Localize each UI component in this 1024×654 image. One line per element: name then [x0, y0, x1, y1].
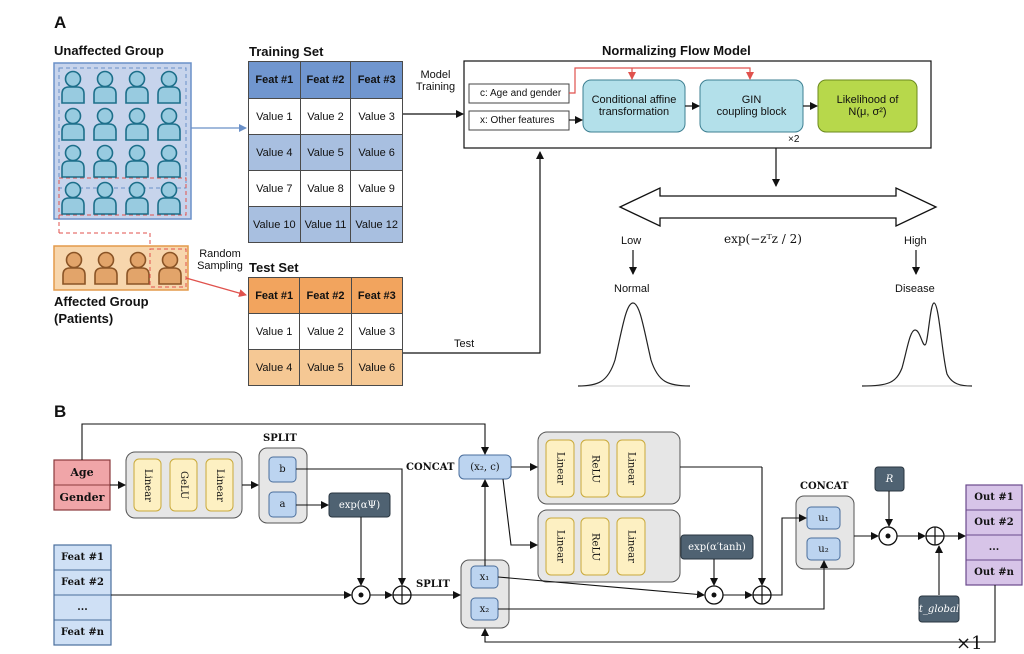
normal-label: Normal [614, 283, 650, 295]
training-set-table: Feat #1 Feat #2 Feat #3 Value 1 Value 2 … [248, 61, 403, 243]
training-cell: Value 6 [350, 134, 403, 171]
test-cell: Value 4 [247, 349, 301, 386]
x2c-cell: (x₂, c) [470, 461, 500, 473]
training-cell: Value 9 [350, 170, 403, 207]
test-cell: Value 2 [299, 313, 352, 350]
training-set-title: Training Set [249, 44, 324, 59]
x2-cell: x₂ [479, 603, 490, 615]
training-cell: Value 2 [299, 98, 352, 135]
training-header-2: Feat #2 [299, 61, 352, 99]
training-header-3: Feat #3 [350, 61, 403, 99]
training-header-1: Feat #1 [248, 61, 301, 99]
panel-a-label: A [54, 13, 67, 32]
normal-distribution-plot [577, 302, 691, 387]
training-cell: Value 3 [350, 98, 403, 135]
gender-cell: Gender [59, 491, 105, 504]
concat-left-label: CONCAT [406, 462, 455, 473]
repeat-times-label: ×1 [956, 633, 983, 654]
u1-cell: u₁ [818, 512, 829, 524]
disease-label: Disease [895, 283, 935, 295]
training-cell: Value 5 [299, 134, 352, 171]
feat-cell: Feat #n [60, 627, 105, 638]
linear-layer: Linear [142, 468, 153, 502]
feat-cell: Feat #1 [61, 552, 104, 563]
out-cell: Out #n [974, 567, 1014, 578]
concat-right-label: CONCAT [800, 481, 849, 492]
exp-formula: exp(−zᵀz / 2) [724, 232, 802, 246]
test-cell: Value 3 [350, 313, 404, 350]
test-arrow-label: Test [454, 338, 475, 350]
age-cell: Age [70, 466, 94, 479]
panel-b-label: B [54, 402, 67, 421]
linear-layer: Linear [625, 530, 637, 563]
linear-layer: Linear [554, 530, 566, 563]
unaffected-group-title: Unaffected Group [54, 43, 164, 58]
out-cell: Out #1 [974, 492, 1014, 503]
a-cell: a [279, 499, 286, 510]
feat-cell: ... [77, 602, 88, 613]
relu-layer: ReLU [589, 532, 601, 561]
training-cell: Value 4 [248, 134, 301, 171]
test-cell: Value 5 [299, 349, 352, 386]
test-header-1: Feat #1 [247, 277, 301, 314]
r-box: R [885, 473, 894, 485]
gin-repeat-label: ×2 [788, 134, 800, 145]
training-cell: Value 1 [248, 98, 301, 135]
exp-alpha-tanh-box: exp(α′tanh) [688, 541, 746, 553]
training-cell: Value 10 [248, 206, 301, 243]
affected-group-title: Affected Group [54, 294, 149, 309]
training-cell: Value 11 [299, 206, 352, 243]
x1-cell: x₁ [479, 571, 490, 583]
split-top-label: SPLIT [263, 433, 297, 444]
u2-cell: u₂ [818, 543, 829, 555]
out-cell: Out #2 [974, 517, 1014, 528]
b-cell: b [279, 464, 286, 475]
test-header-3: Feat #3 [350, 277, 404, 314]
disease-distribution-plot [861, 302, 973, 387]
gelu-layer: GeLU [178, 470, 189, 500]
test-set-title: Test Set [249, 260, 299, 275]
input-x-label: x: Other features [480, 115, 555, 126]
affected-group-subtitle: (Patients) [54, 311, 114, 326]
test-header-2: Feat #2 [299, 277, 352, 314]
low-label: Low [621, 235, 642, 247]
linear-layer: Linear [554, 452, 566, 485]
t-global-box: t_global [918, 603, 960, 615]
training-cell: Value 8 [299, 170, 352, 207]
out-cell: ... [988, 542, 1000, 553]
high-label: High [904, 235, 927, 247]
test-set-table: Feat #1 Feat #2 Feat #3 Value 1 Value 2 … [247, 277, 404, 386]
likelihood-box [817, 79, 918, 133]
input-c-label: c: Age and gender [480, 88, 562, 99]
exp-alpha-psi-box: exp(αΨ) [338, 499, 381, 511]
test-cell: Value 6 [350, 349, 404, 386]
training-cell: Value 7 [248, 170, 301, 207]
flow-model-title: Normalizing Flow Model [602, 43, 751, 58]
linear-layer: Linear [625, 452, 637, 485]
linear-layer: Linear [214, 468, 225, 502]
test-cell: Value 1 [247, 313, 301, 350]
split-mid-label: SPLIT [416, 579, 450, 590]
feat-cell: Feat #2 [61, 577, 104, 588]
likelihood-range-arrow [618, 186, 938, 228]
relu-layer: ReLU [589, 454, 601, 483]
training-cell: Value 12 [350, 206, 403, 243]
